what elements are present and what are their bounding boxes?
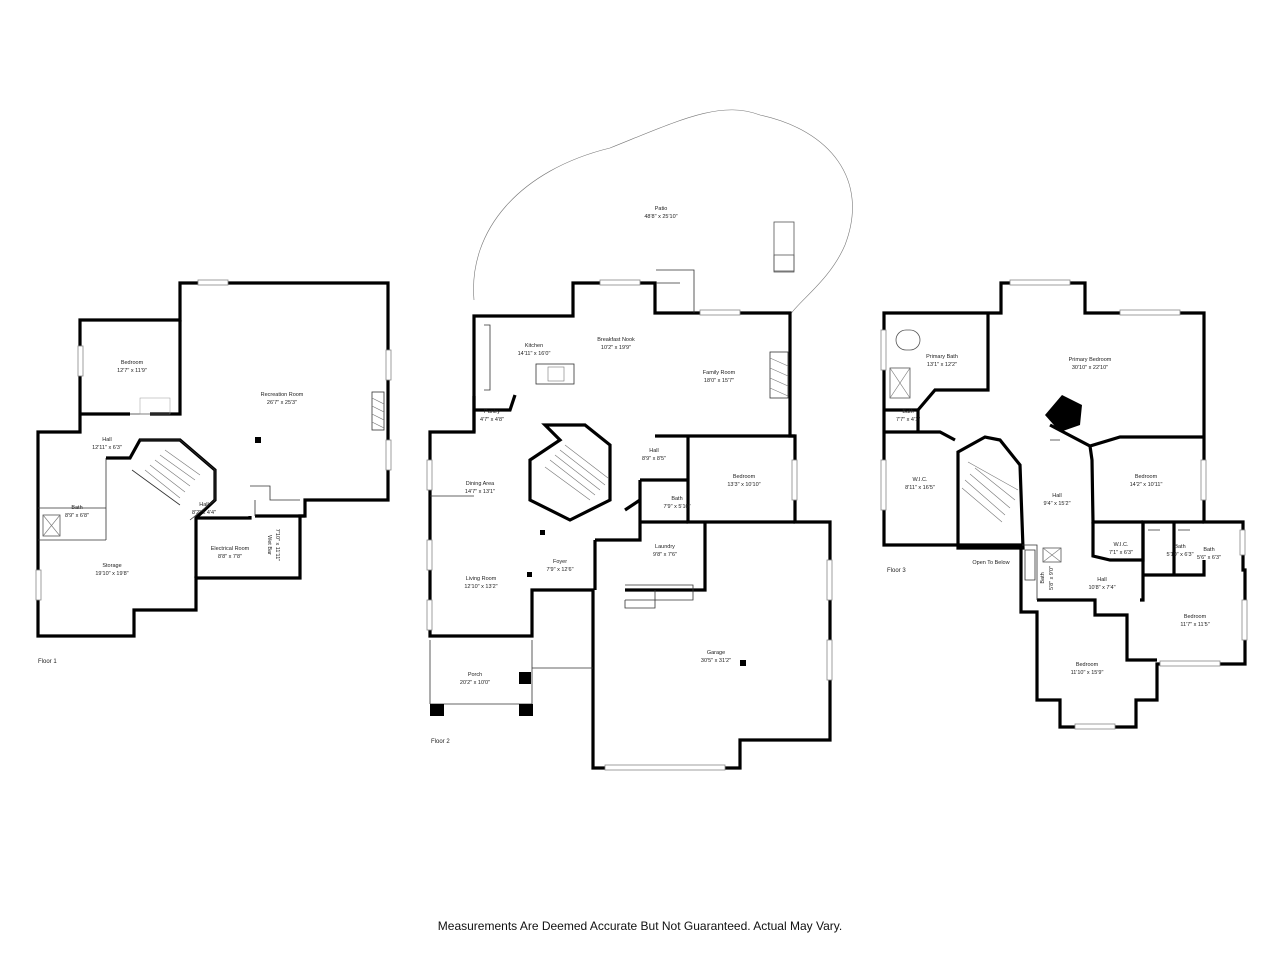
room-name: Bath <box>1040 572 1046 583</box>
room-name: Wet Bar <box>266 535 272 555</box>
room-dims: 30'10" x 22'10" <box>1072 365 1108 371</box>
room-name: Electrical Room <box>211 546 250 552</box>
room-dims: 8'8" x 7'8" <box>218 554 242 560</box>
room-dims: 4'7" x 4'8" <box>480 417 504 423</box>
room-name: Bath <box>1203 547 1214 553</box>
room-name: Bedroom <box>1076 662 1099 668</box>
room-name: Bedroom <box>1184 614 1207 620</box>
room-dims: 26'7" x 25'3" <box>267 400 297 406</box>
room-dims: 7'9" x 12'6" <box>546 567 573 573</box>
room-dims: 5'10" x 6'3" <box>1166 552 1193 558</box>
room-name: Bath <box>671 496 682 502</box>
room-dims: 11'10" x 15'9" <box>1071 670 1104 676</box>
room-dims: 8'11" x 16'5" <box>905 485 935 491</box>
room-name: Patio <box>655 206 668 212</box>
room-name: Family Room <box>703 370 736 376</box>
room-name: Garage <box>707 650 725 656</box>
room-name: Porch <box>468 672 482 678</box>
room-name: Hall <box>1052 493 1061 499</box>
room-dims: 14'2" x 10'11" <box>1130 482 1163 488</box>
patio-outline <box>473 109 853 316</box>
floor-2-outline <box>428 281 832 770</box>
room-dims: 19'10" x 19'8" <box>95 571 128 577</box>
room-dims: 12'11" x 6'3" <box>92 445 122 451</box>
room-name: Bath <box>902 409 913 415</box>
room-dims: 13'1" x 12'2" <box>927 362 957 368</box>
room-dims: 11'7" x 11'5" <box>1180 622 1209 628</box>
floor-3 <box>880 279 1248 730</box>
room-name: Hall <box>102 437 111 443</box>
disclaimer-text: Measurements Are Deemed Accurate But Not… <box>437 919 843 933</box>
room-name: Bath <box>71 505 82 511</box>
room-dims: 30'5" x 31'2" <box>701 658 731 664</box>
room-dims: 8'2" x 4'4" <box>192 510 216 516</box>
room-dims: 12'10" x 13'2" <box>464 584 497 590</box>
room-name: Hall <box>1097 577 1106 583</box>
floor-1-outline <box>36 281 390 638</box>
room-name: Foyer <box>553 559 567 565</box>
room-name: Primary Bedroom <box>1069 357 1112 363</box>
room-dims: 9'8" x 7'6" <box>653 552 677 558</box>
room-dims: 7'7" x 4'1" <box>896 417 920 423</box>
room-name: Hall <box>199 502 208 508</box>
room-dims: 8'9" x 6'8" <box>65 513 89 519</box>
room-name: Open To Below <box>972 560 1009 566</box>
room-name: W.I.C. <box>913 477 928 483</box>
room-name: Storage <box>102 563 121 569</box>
room-name: Primary Bath <box>926 354 958 360</box>
room-dims: 5'6" x 6'3" <box>1197 555 1221 561</box>
room-name: Bath <box>1174 544 1185 550</box>
room-dims: 20'2" x 10'0" <box>460 680 490 686</box>
room-dims: 5'8" x 9'0" <box>1049 566 1055 590</box>
room-dims: 8'9" x 8'5" <box>642 456 666 462</box>
room-dims: 13'3" x 10'10" <box>727 482 760 488</box>
room-dims: 48'8" x 25'10" <box>644 214 677 220</box>
room-dims: 12'7" x 11'9" <box>117 368 147 374</box>
room-name: Breakfast Nook <box>597 337 635 343</box>
floor-1 <box>35 279 392 638</box>
floor-2 <box>426 109 853 771</box>
room-name: Living Room <box>466 576 497 582</box>
room-dims: 10'8" x 7'4" <box>1088 585 1115 591</box>
room-dims: 14'11" x 16'0" <box>518 351 551 357</box>
room-dims: 9'4" x 15'2" <box>1043 501 1070 507</box>
room-dims: 10'2" x 19'9" <box>601 345 631 351</box>
room-dims: 7'9" x 5'10" <box>663 504 690 510</box>
room-name: Recreation Room <box>261 392 304 398</box>
room-name: Bedroom <box>733 474 756 480</box>
room-name: Dining Area <box>466 481 495 487</box>
room-dims: 18'0" x 15'7" <box>704 378 734 384</box>
floor-label: Floor 3 <box>887 568 906 574</box>
room-name: Bedroom <box>121 360 144 366</box>
room-name: Kitchen <box>525 343 543 349</box>
floor-label: Floor 2 <box>431 739 450 745</box>
floor-label: Floor 1 <box>38 659 57 665</box>
room-dims: 14'7" x 13'1" <box>465 489 495 495</box>
room-name: W.I.C. <box>1114 542 1129 548</box>
room-name: Laundry <box>655 544 675 550</box>
floor-3-outline <box>882 281 1247 729</box>
room-name: Bedroom <box>1135 474 1158 480</box>
room-dims: 7'10" x 11'11" <box>274 529 280 561</box>
room-name: Hall <box>649 448 658 454</box>
room-dims: 7'1" x 6'3" <box>1109 550 1133 556</box>
room-name: Pantry <box>484 409 500 415</box>
